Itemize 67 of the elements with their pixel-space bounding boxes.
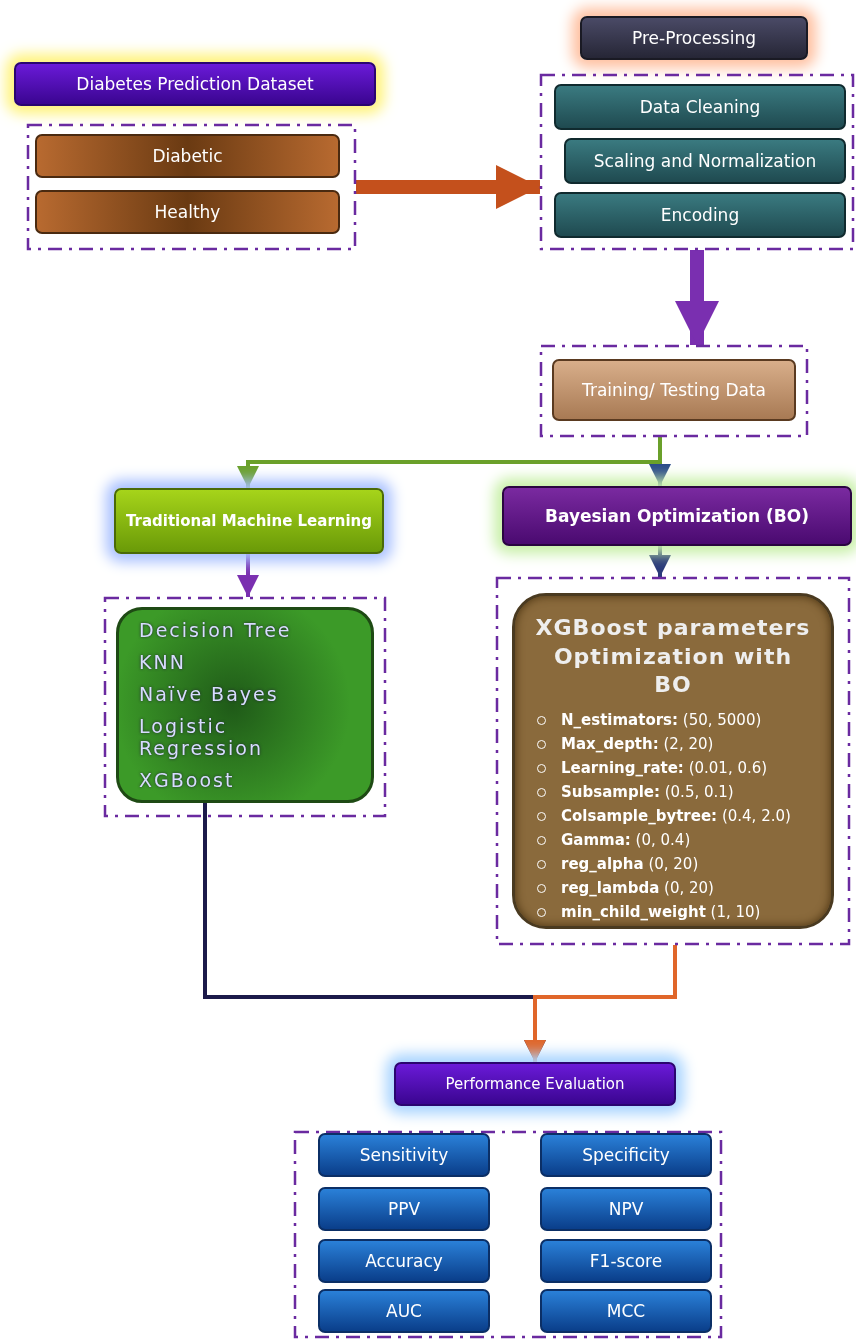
dashed-group-frame <box>540 74 854 250</box>
process-box <box>394 1062 676 1106</box>
method-name: KNN <box>139 651 186 673</box>
arrow <box>237 437 662 488</box>
box-label: F1-score <box>589 1251 663 1271</box>
box-label: Sensitivity <box>359 1145 449 1165</box>
box-label: Bayesian Optimization (BO) <box>544 506 809 526</box>
dashed-group-frame <box>496 577 850 945</box>
box-label: Accuracy <box>365 1251 443 1271</box>
parameter-range: Colsample_bytree: (0.4, 2.0) <box>535 806 791 825</box>
process-box <box>502 486 852 546</box>
box-label: MCC <box>606 1301 646 1321</box>
method-name: Decision Tree <box>139 619 292 641</box>
parameter-range: reg_lambda (0, 20) <box>535 878 714 897</box>
arrow <box>356 165 540 209</box>
parameter-range: min_child_weight (1, 10) <box>535 902 761 921</box>
box-label: Specificity <box>582 1145 670 1165</box>
box-label: Pre-Processing <box>632 28 756 48</box>
box-label: Training/ Testing Data <box>582 380 766 400</box>
process-box <box>580 16 808 60</box>
parameter-range: Subsample: (0.5, 0.1) <box>535 782 734 801</box>
process-box <box>554 84 846 130</box>
dashed-group-frame <box>27 124 356 250</box>
process-box <box>540 1289 712 1333</box>
box-label: AUC <box>386 1301 422 1321</box>
box-label: Data Cleaning <box>639 97 761 117</box>
box-label: Scaling and Normalization <box>593 151 817 171</box>
process-box <box>318 1289 490 1333</box>
process-box <box>564 138 846 184</box>
arrow <box>524 945 677 1062</box>
process-box <box>318 1187 490 1231</box>
dashed-group-frame <box>104 597 386 817</box>
arrow <box>675 250 719 345</box>
parameter-panel <box>512 593 834 929</box>
parameter-range: Max_depth: (2, 20) <box>535 734 714 753</box>
box-label: Healthy <box>154 202 221 222</box>
process-box <box>35 134 340 178</box>
parameter-range: Learning_rate: (0.01, 0.6) <box>535 758 768 777</box>
process-box <box>318 1239 490 1283</box>
method-name: Naïve Bayes <box>139 683 279 705</box>
process-box <box>35 190 340 234</box>
process-box <box>540 1133 712 1177</box>
parameter-range: Gamma: (0, 0.4) <box>535 830 691 849</box>
box-label: Traditional Machine Learning <box>125 512 373 530</box>
process-box <box>554 192 846 238</box>
dashed-group-frame <box>294 1131 722 1338</box>
parameter-range: N_estimators: (50, 5000) <box>535 710 762 729</box>
arrow <box>649 546 671 577</box>
method-name: XGBoost <box>139 769 235 791</box>
process-box <box>318 1133 490 1177</box>
box-label: Performance Evaluation <box>445 1075 625 1093</box>
box-label: Diabetes Prediction Dataset <box>76 74 314 94</box>
method-name: Logistic Regression <box>139 715 264 759</box>
parameter-range: reg_alpha (0, 20) <box>535 854 699 873</box>
box-label: Encoding <box>660 205 740 225</box>
panel-heading: XGBoost parameters Optimization with BO <box>534 614 812 700</box>
box-label: NPV <box>608 1199 644 1219</box>
process-box <box>14 62 376 106</box>
method-list-panel <box>116 607 374 803</box>
box-label: PPV <box>387 1199 421 1219</box>
process-box <box>114 488 384 554</box>
dashed-group-frame <box>540 345 808 437</box>
process-box <box>552 359 796 421</box>
box-label: Diabetic <box>152 146 223 166</box>
arrow <box>237 554 259 597</box>
process-box <box>540 1239 712 1283</box>
process-box <box>540 1187 712 1231</box>
